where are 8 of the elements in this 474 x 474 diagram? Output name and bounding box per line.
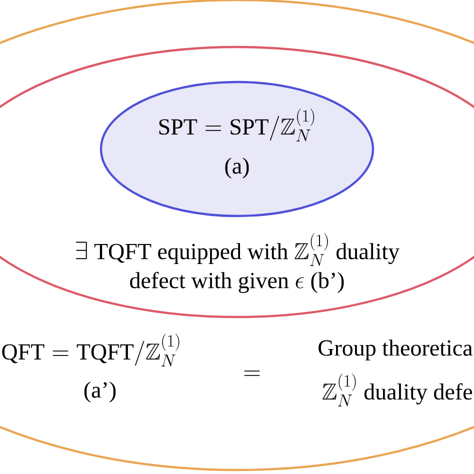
formula: $\begin{array}{c}\exists\ \text{TQFT equipped with }\mathbb{Z}_N^{(1)}\text{ duality}\\ \text{defect with given }\epsilon\text{ (b’)}\end{array}$ — [76, 233, 400, 294]
formula: $\mathrm{SPT} = \mathrm{SPT}/\mathbb{Z}_N^{(1)}$ — [159, 108, 314, 142]
formula: $=$ — [244, 370, 260, 376]
label-text: Group theoretica — [318, 340, 472, 360]
label-text: (a’) — [84, 382, 116, 402]
formula: $\mathbb{Z}_N^{(1)}\ \text{duality defe}$ — [322, 374, 472, 406]
label-text: (a) — [225, 158, 249, 178]
formula: $\mathrm{QFT} = \mathrm{TQFT}/\mathbb{Z}_N^{(1)}$ — [2, 334, 180, 366]
